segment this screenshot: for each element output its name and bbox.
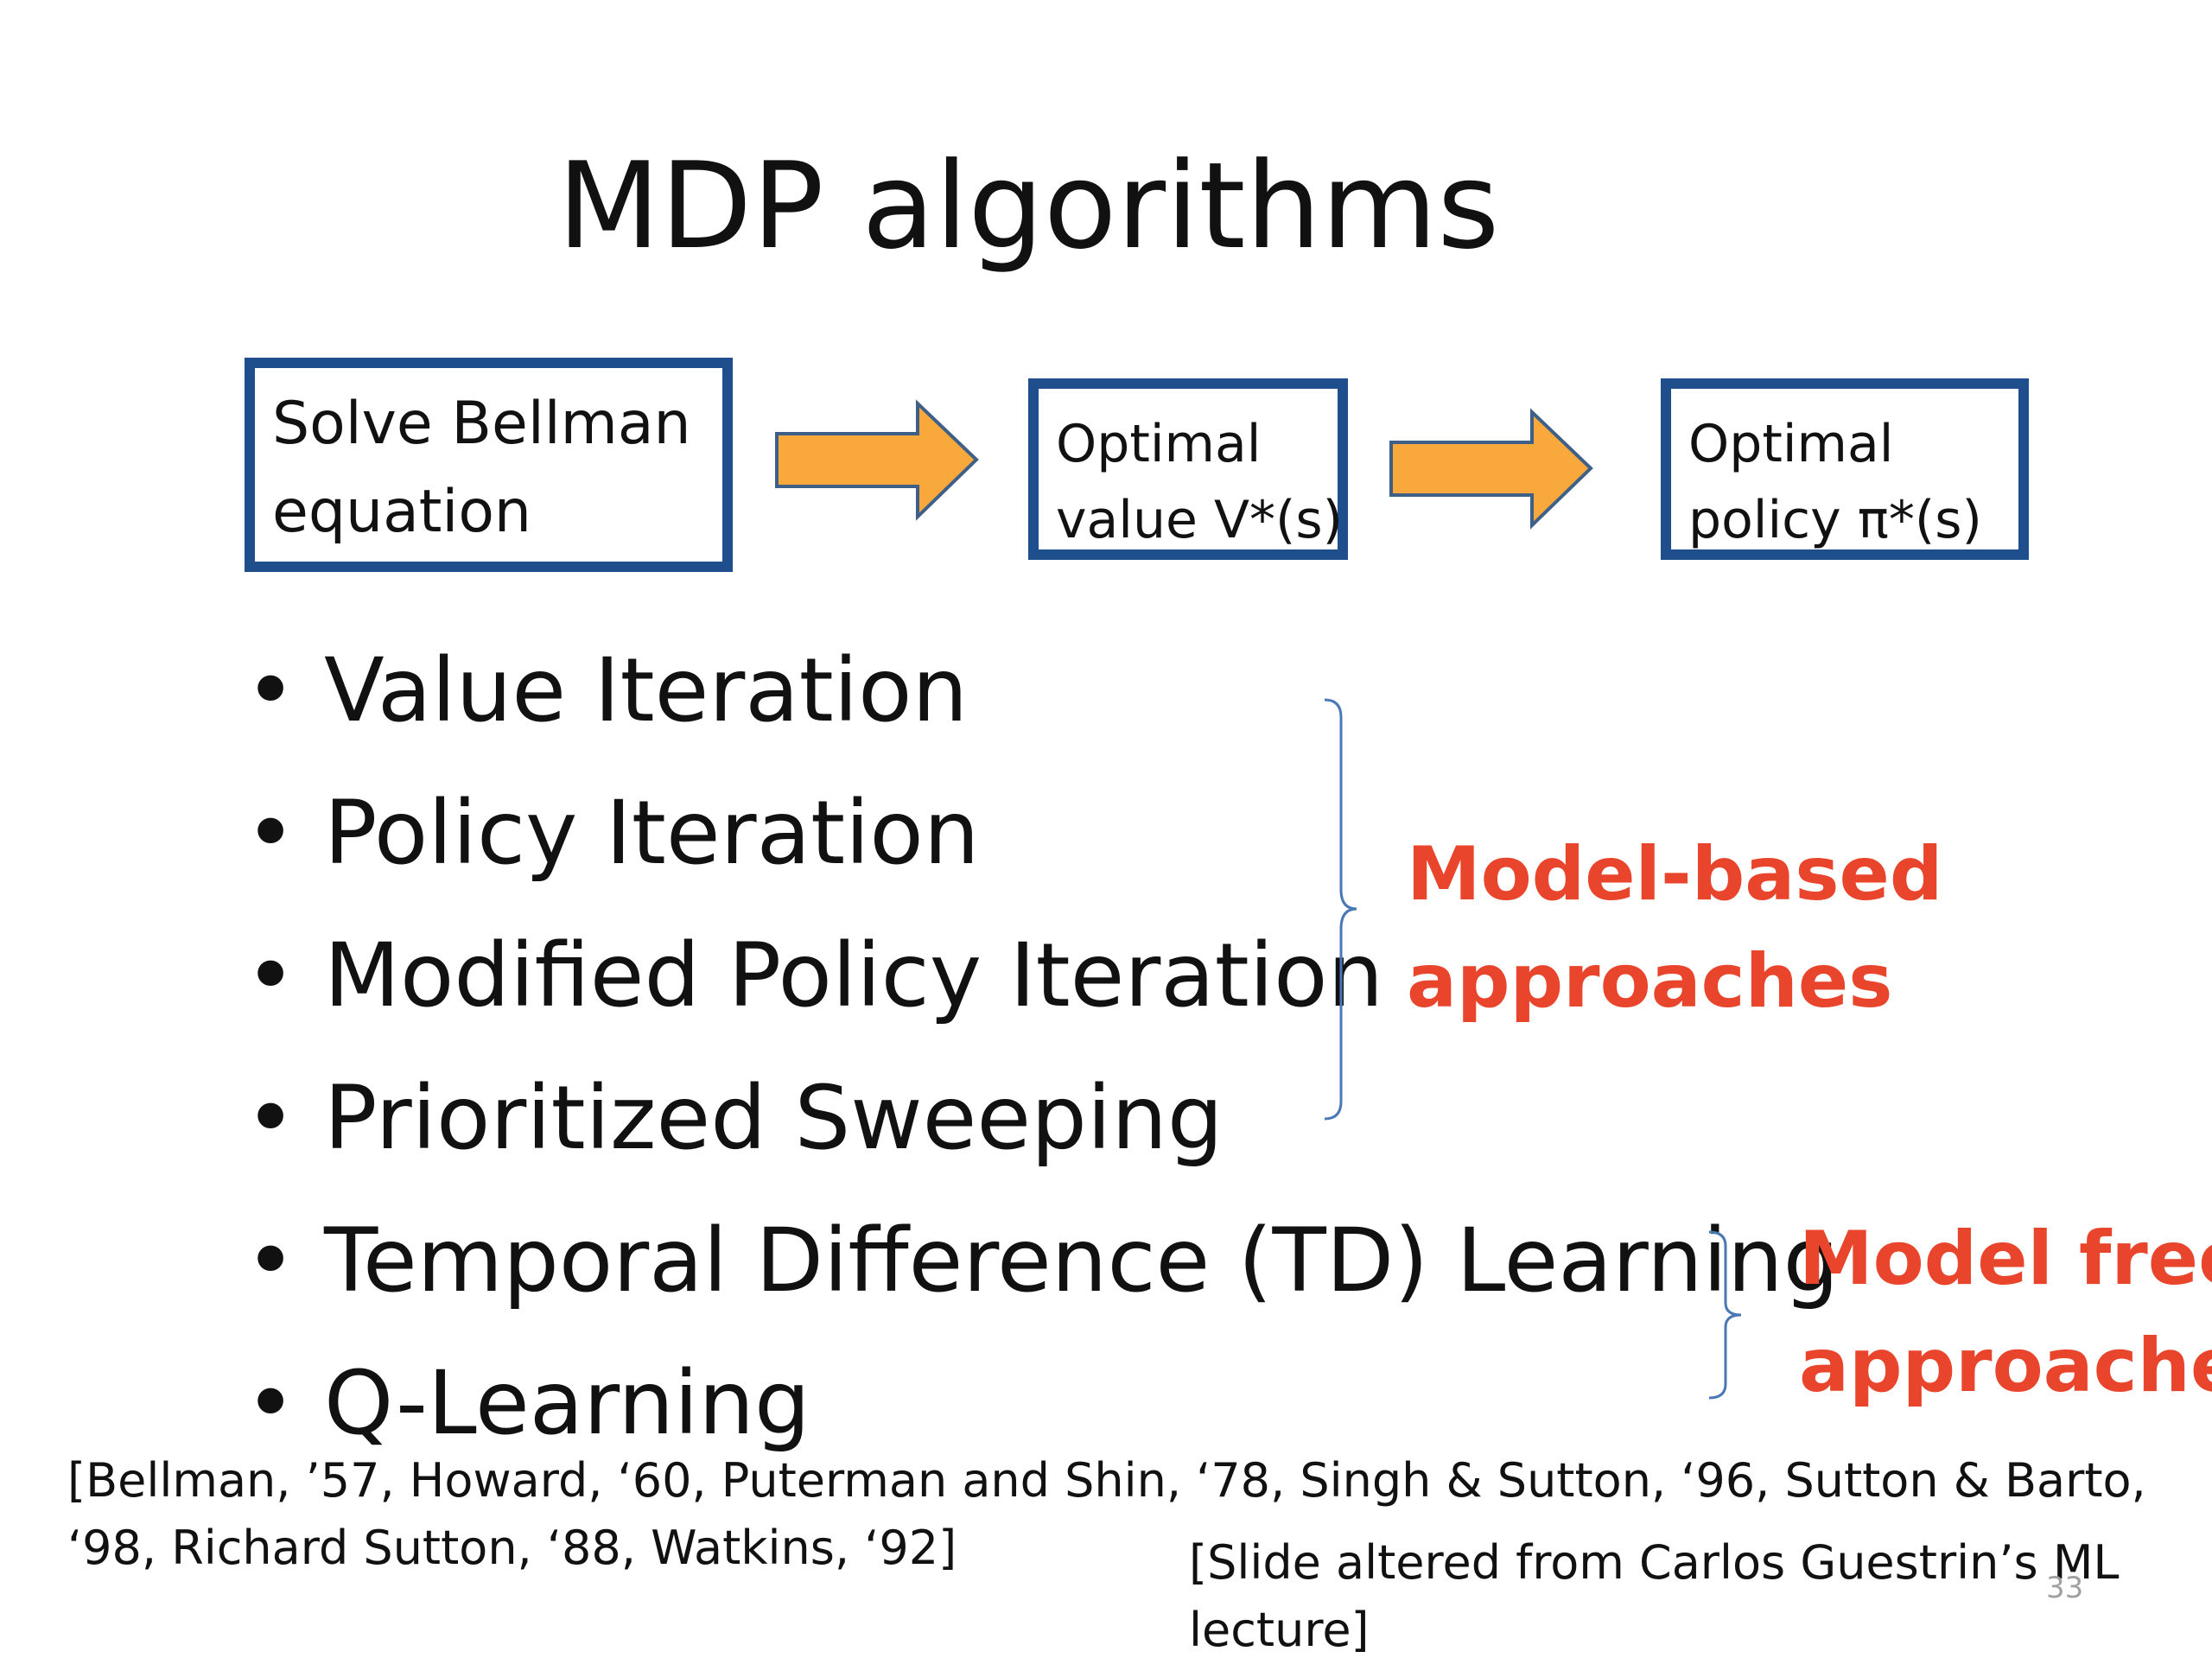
right-brace-icon xyxy=(1324,698,1357,1121)
algorithm-list: •Value Iteration •Policy Iteration •Modi… xyxy=(238,635,1839,1490)
slide-title: MDP algorithms xyxy=(557,137,1500,276)
list-item: •Modified Policy Iteration xyxy=(238,920,1839,1063)
bullet-icon: • xyxy=(245,1067,297,1170)
box-line: value V*(s) xyxy=(1056,490,1344,550)
bullet-icon: • xyxy=(245,639,297,742)
box-line: Optimal xyxy=(1688,414,1894,474)
bullet-icon: • xyxy=(245,1352,297,1455)
box-line: Optimal xyxy=(1056,414,1262,474)
slide-credit: [Slide altered from Carlos Guestrin’s ML… xyxy=(1189,1535,2120,1657)
list-item: •Q-Learning xyxy=(238,1348,1839,1490)
right-arrow-icon xyxy=(1389,408,1593,530)
model-based-label: Model-based approaches xyxy=(1407,831,1943,1025)
bullet-icon: • xyxy=(245,782,297,885)
page-number: 33 xyxy=(2046,1571,2084,1605)
optimal-value-box: Optimal value V*(s) xyxy=(1028,378,1348,560)
bullet-icon: • xyxy=(245,1210,297,1312)
model-free-label: Model free approaches xyxy=(1799,1216,2212,1409)
bellman-equation-box: Solve Bellman equation xyxy=(245,358,733,572)
list-item: •Temporal Difference (TD) Learning xyxy=(238,1205,1839,1348)
box-line: Solve Bellman xyxy=(272,390,691,458)
optimal-policy-box: Optimal policy π*(s) xyxy=(1661,378,2029,560)
box-line: policy π*(s) xyxy=(1688,490,1982,550)
list-item: •Prioritized Sweeping xyxy=(238,1063,1839,1205)
right-brace-icon xyxy=(1708,1230,1741,1400)
citation-text: [Bellman, ’57, Howard, ‘60, Puterman and… xyxy=(67,1453,2146,1575)
right-arrow-icon xyxy=(775,399,979,521)
list-item: •Policy Iteration xyxy=(238,778,1839,920)
box-line: equation xyxy=(272,478,532,546)
bullet-icon: • xyxy=(245,924,297,1027)
list-item: •Value Iteration xyxy=(238,635,1839,778)
